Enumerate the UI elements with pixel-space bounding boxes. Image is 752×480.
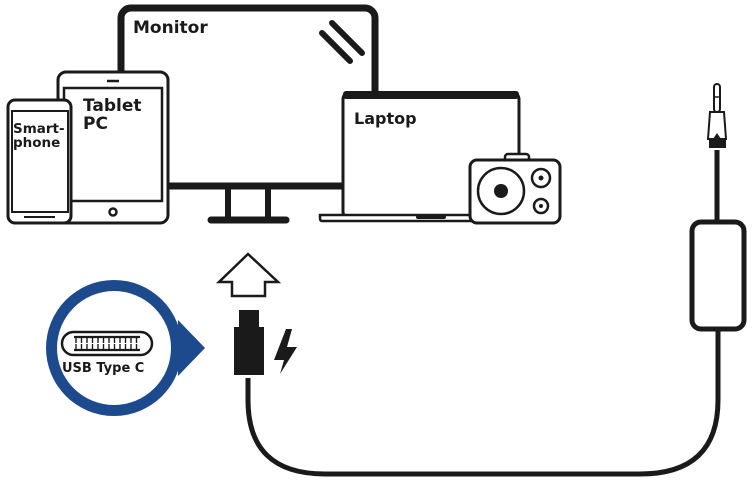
arrow-up-icon <box>215 252 282 298</box>
audio-jack-icon <box>706 83 728 148</box>
tablet-label: Tablet PC <box>83 96 142 134</box>
usb-c-port-pins <box>74 335 140 352</box>
cable <box>245 330 721 477</box>
monitor-label: Monitor <box>133 18 208 38</box>
usb-c-label: USB Type C <box>62 361 145 376</box>
usb-c-badge <box>46 280 205 416</box>
smartphone-label: Smart- phone <box>13 121 65 152</box>
tablet-icon <box>56 70 170 225</box>
camera-icon <box>468 152 562 225</box>
inline-control-box <box>689 219 747 332</box>
smartphone-icon <box>6 98 73 225</box>
laptop-label: Laptop <box>354 109 417 128</box>
usb-c-plug-icon <box>234 310 264 375</box>
lightning-bolt-icon <box>274 329 297 374</box>
